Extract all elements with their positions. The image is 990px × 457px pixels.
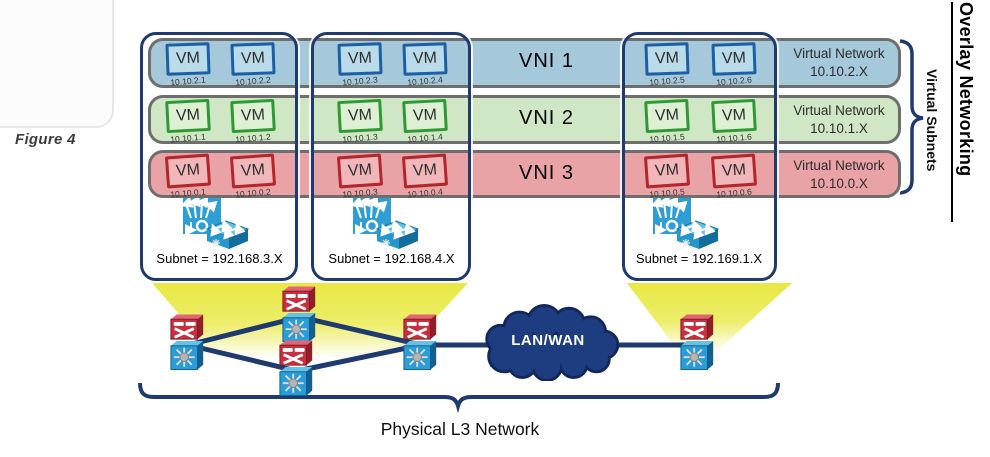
physical-switch-icon xyxy=(402,312,440,372)
pod-column-2 xyxy=(311,32,471,281)
network-links xyxy=(185,314,701,374)
physical-l3-network-label: Physical L3 Network xyxy=(380,419,540,439)
virtual-subnets-label: Virtual Subnets xyxy=(924,68,940,172)
pod-column-1 xyxy=(140,32,298,281)
vm: VM 10.10.0.3 xyxy=(335,153,385,200)
vm: VM 10.10.0.2 xyxy=(228,153,278,200)
vm: VM 10.10.0.4 xyxy=(400,153,450,200)
vm: VM 10.10.2.5 xyxy=(642,42,692,88)
vm-box: VM xyxy=(402,42,448,76)
vm-box: VM xyxy=(337,42,383,76)
overlay-networking-title: Overlay Networking xyxy=(951,2,976,222)
vni-label: VNI 2 xyxy=(518,107,575,129)
physical-switch-icon xyxy=(281,284,319,344)
subnet-label: Subnet = 192.168.3.X xyxy=(156,251,283,266)
vm: VM 10.10.0.1 xyxy=(163,153,213,200)
virtual-subnets-brace xyxy=(899,39,924,195)
vm: VM 10.10.0.5 xyxy=(642,153,692,200)
vm: VM 10.10.1.4 xyxy=(400,98,450,145)
vm-box: VM xyxy=(401,153,449,189)
virtual-network-label: Virtual Network 10.10.0.X xyxy=(793,158,885,191)
vm: VM 10.10.1.1 xyxy=(163,98,213,145)
vm: VM 10.10.0.6 xyxy=(709,153,759,200)
vm: VM 10.10.2.3 xyxy=(335,42,385,88)
virtual-switch-icon xyxy=(353,198,419,250)
vm: VM 10.10.2.1 xyxy=(163,42,213,88)
vm-box: VM xyxy=(165,42,211,76)
vm-box: VM xyxy=(644,98,690,134)
page-corner-card xyxy=(0,0,114,128)
physical-switch-icon xyxy=(679,312,717,372)
vni-label: VNI 1 xyxy=(518,50,575,72)
vm-box: VM xyxy=(336,153,384,189)
physical-switch-icon xyxy=(278,338,316,398)
lan-wan-cloud: LAN/WAN xyxy=(472,301,624,381)
vm-box: VM xyxy=(337,98,383,134)
vm: VM 10.10.1.2 xyxy=(228,98,278,145)
vm-box: VM xyxy=(644,42,690,76)
pod-column-3 xyxy=(622,32,777,281)
vm-box: VM xyxy=(710,153,758,189)
vm-box: VM xyxy=(229,153,277,189)
vm: VM 10.10.2.4 xyxy=(400,42,450,88)
figure-caption: Figure 4 xyxy=(15,131,76,148)
virtual-switch-icon xyxy=(183,198,249,250)
vm: VM 10.10.2.6 xyxy=(709,42,759,88)
cloud-label: LAN/WAN xyxy=(511,332,585,349)
virtual-network-label: Virtual Network 10.10.2.X xyxy=(793,46,885,79)
physical-switch-icon xyxy=(169,312,207,372)
vm-box: VM xyxy=(165,98,211,134)
vm-box: VM xyxy=(711,98,757,134)
vm-box: VM xyxy=(643,153,691,189)
vm-box: VM xyxy=(164,153,212,189)
virtual-network-label: Virtual Network 10.10.1.X xyxy=(793,103,885,136)
vm: VM 10.10.2.2 xyxy=(228,42,278,88)
vm: VM 10.10.1.5 xyxy=(642,98,692,145)
vm-box: VM xyxy=(230,42,276,76)
vni-label: VNI 3 xyxy=(518,162,575,184)
subnet-label: Subnet = 192.168.4.X xyxy=(328,251,455,266)
vm: VM 10.10.1.3 xyxy=(335,98,385,145)
vm-box: VM xyxy=(230,98,276,134)
subnet-label: Subnet = 192.169.1.X xyxy=(635,251,763,266)
virtual-switch-icon xyxy=(653,198,719,250)
physical-network-brace xyxy=(138,382,780,414)
vm: VM 10.10.1.6 xyxy=(709,98,759,145)
vm-box: VM xyxy=(402,98,448,134)
vm-box: VM xyxy=(711,42,757,76)
